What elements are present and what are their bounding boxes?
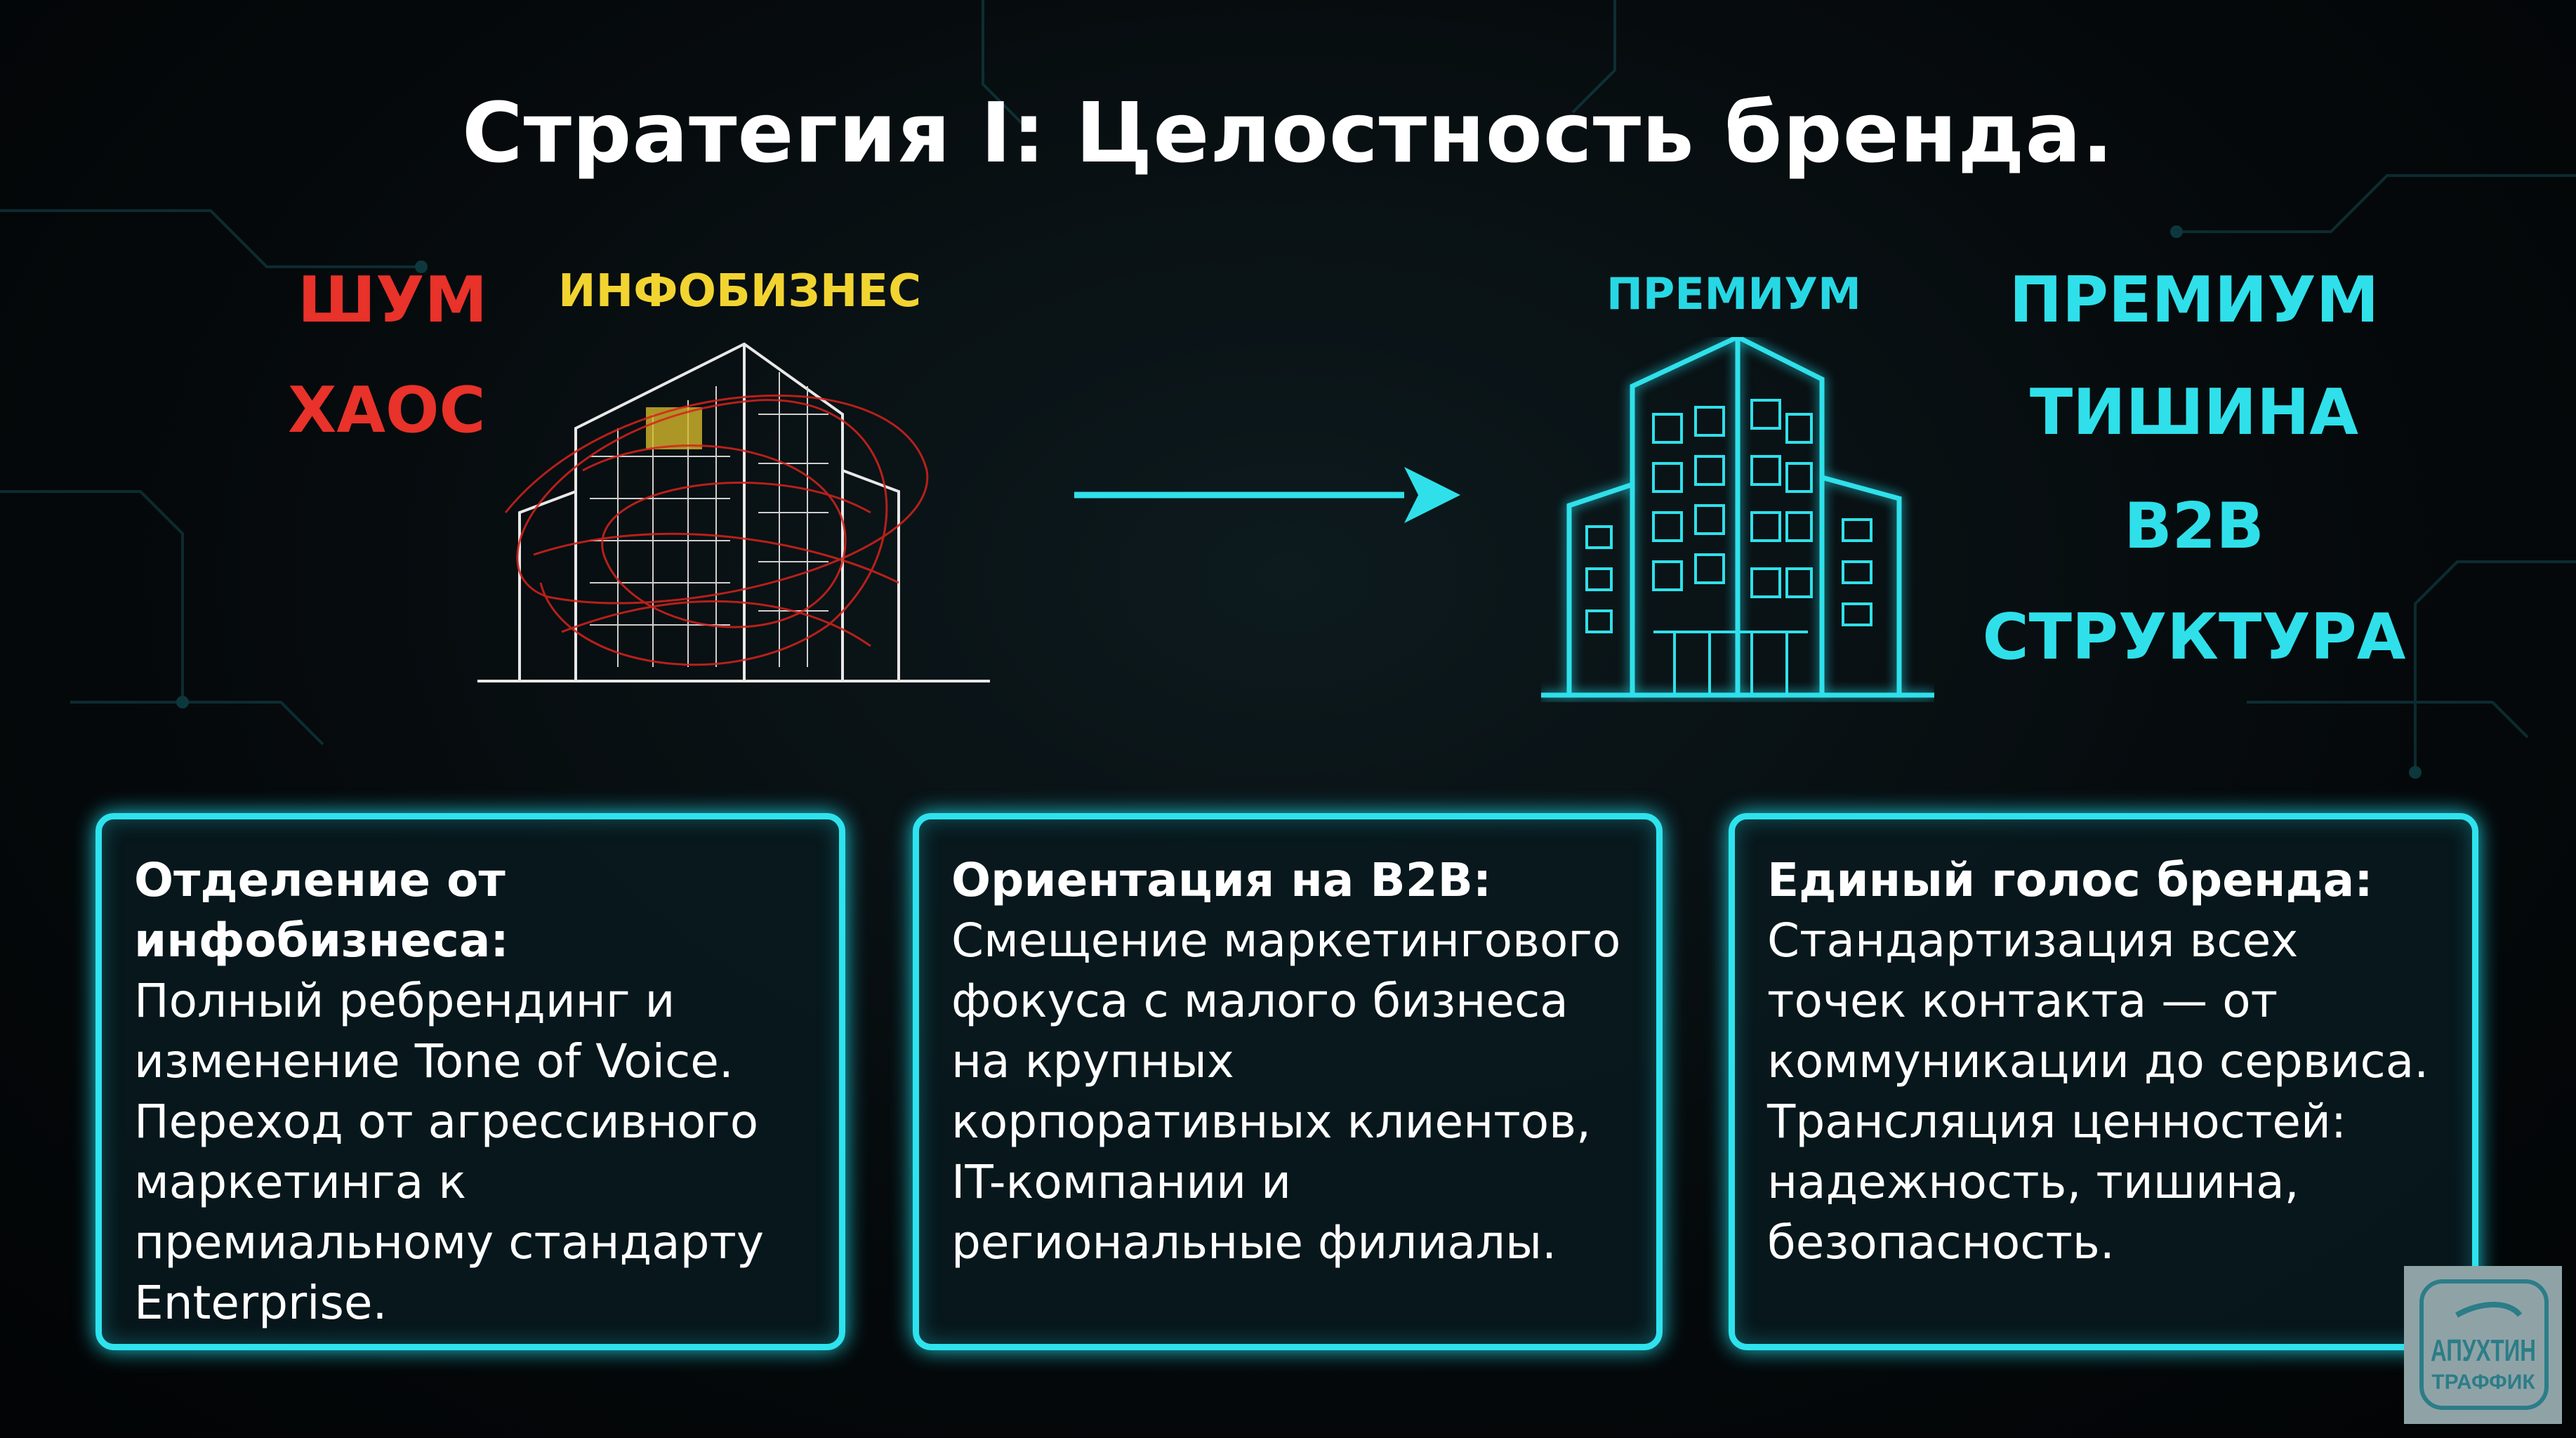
card-heading: Единый голос бренда: xyxy=(1767,853,2373,907)
word-b2b: B2B xyxy=(2124,489,2264,563)
page-title: Стратегия I: Целостность бренда. xyxy=(462,84,2114,181)
word-noise: ШУМ xyxy=(298,263,488,337)
word-structure: СТРУКТУРА xyxy=(1982,600,2406,674)
word-silence: ТИШИНА xyxy=(2029,376,2359,449)
logo-icon: АПУХТИН ТРАФФИК xyxy=(2419,1279,2549,1410)
card-brand-voice: Единый голос бренда: Стандартизация всех… xyxy=(1729,813,2478,1350)
card-heading: Отделение от инфобизнеса: xyxy=(134,853,509,968)
word-chaos: ХАОС xyxy=(288,374,486,447)
arrow-right-icon xyxy=(1074,467,1460,523)
neon-building-icon xyxy=(1541,337,1934,698)
card-infobiz-separation: Отделение от инфобизнеса: Полный ребренд… xyxy=(95,813,845,1350)
infobiz-label: ИНФОБИЗНЕС xyxy=(558,265,922,317)
word-premium: ПРЕМИУМ xyxy=(2009,263,2379,337)
chaotic-sketched-building-icon xyxy=(477,342,990,682)
card-text: Стандартизация всех точек контакта — от … xyxy=(1767,913,2429,1269)
card-b2b-orientation: Ориентация на B2B: Смещение маркетингово… xyxy=(913,813,1663,1350)
card-text: Полный ребрендинг и изменение Tone of Vo… xyxy=(134,974,765,1330)
card-heading: Ориентация на B2B: xyxy=(951,853,1492,907)
premium-building-label: ПРЕМИУМ xyxy=(1606,268,1861,319)
svg-text:АПУХТИН: АПУХТИН xyxy=(2431,1333,2536,1368)
svg-text:ТРАФФИК: ТРАФФИК xyxy=(2431,1371,2535,1394)
card-text: Смещение маркетингового фокуса с малого … xyxy=(951,913,1621,1269)
logo-watermark: АПУХТИН ТРАФФИК xyxy=(2404,1266,2562,1424)
